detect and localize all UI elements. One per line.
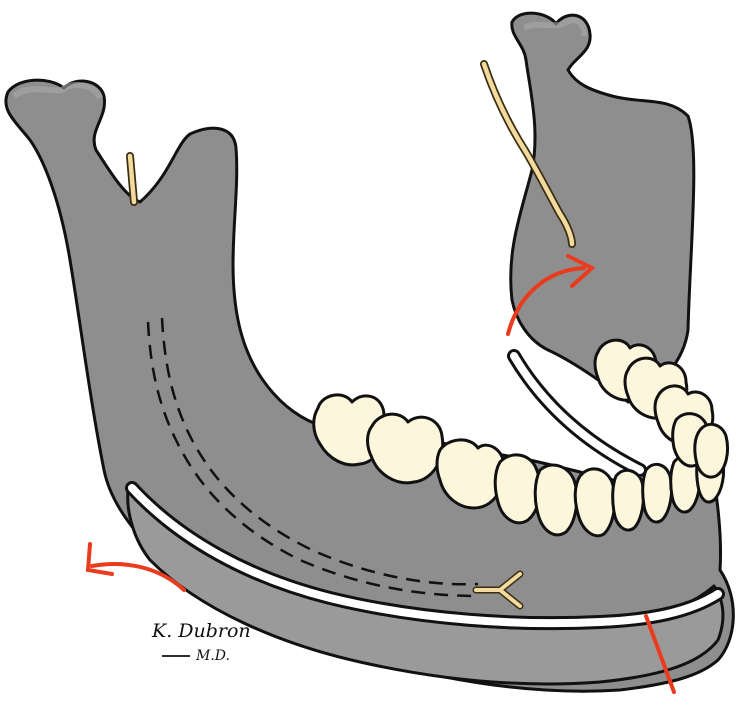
tooth-right-premolar-2 [693, 422, 730, 479]
teeth [312, 338, 730, 538]
osteotomy-gap-body-inner [128, 484, 722, 628]
signature-name: K. Dubron [151, 620, 251, 642]
inferior-alveolar-nerve-left [126, 152, 138, 206]
osteotomy-cut-line [644, 614, 676, 694]
mandibular-canal [146, 317, 479, 598]
osteotomy-markings [85, 254, 676, 694]
tooth-premolar-2 [533, 463, 579, 537]
curved-arrow-icon [506, 266, 586, 336]
tooth-canine [573, 467, 617, 538]
tooth-incisor-1 [611, 468, 646, 532]
osteotomy-gap-right-inner [510, 352, 644, 474]
signature: K. Dubron M.D. [151, 620, 251, 664]
tooth-incisor-2 [641, 462, 674, 524]
tooth-premolar-1 [493, 453, 542, 525]
mental-nerve [472, 570, 524, 610]
inferior-alveolar-nerve-right [480, 60, 576, 248]
curved-arrow-icon [90, 562, 186, 592]
signature-degree: M.D. [195, 648, 230, 664]
